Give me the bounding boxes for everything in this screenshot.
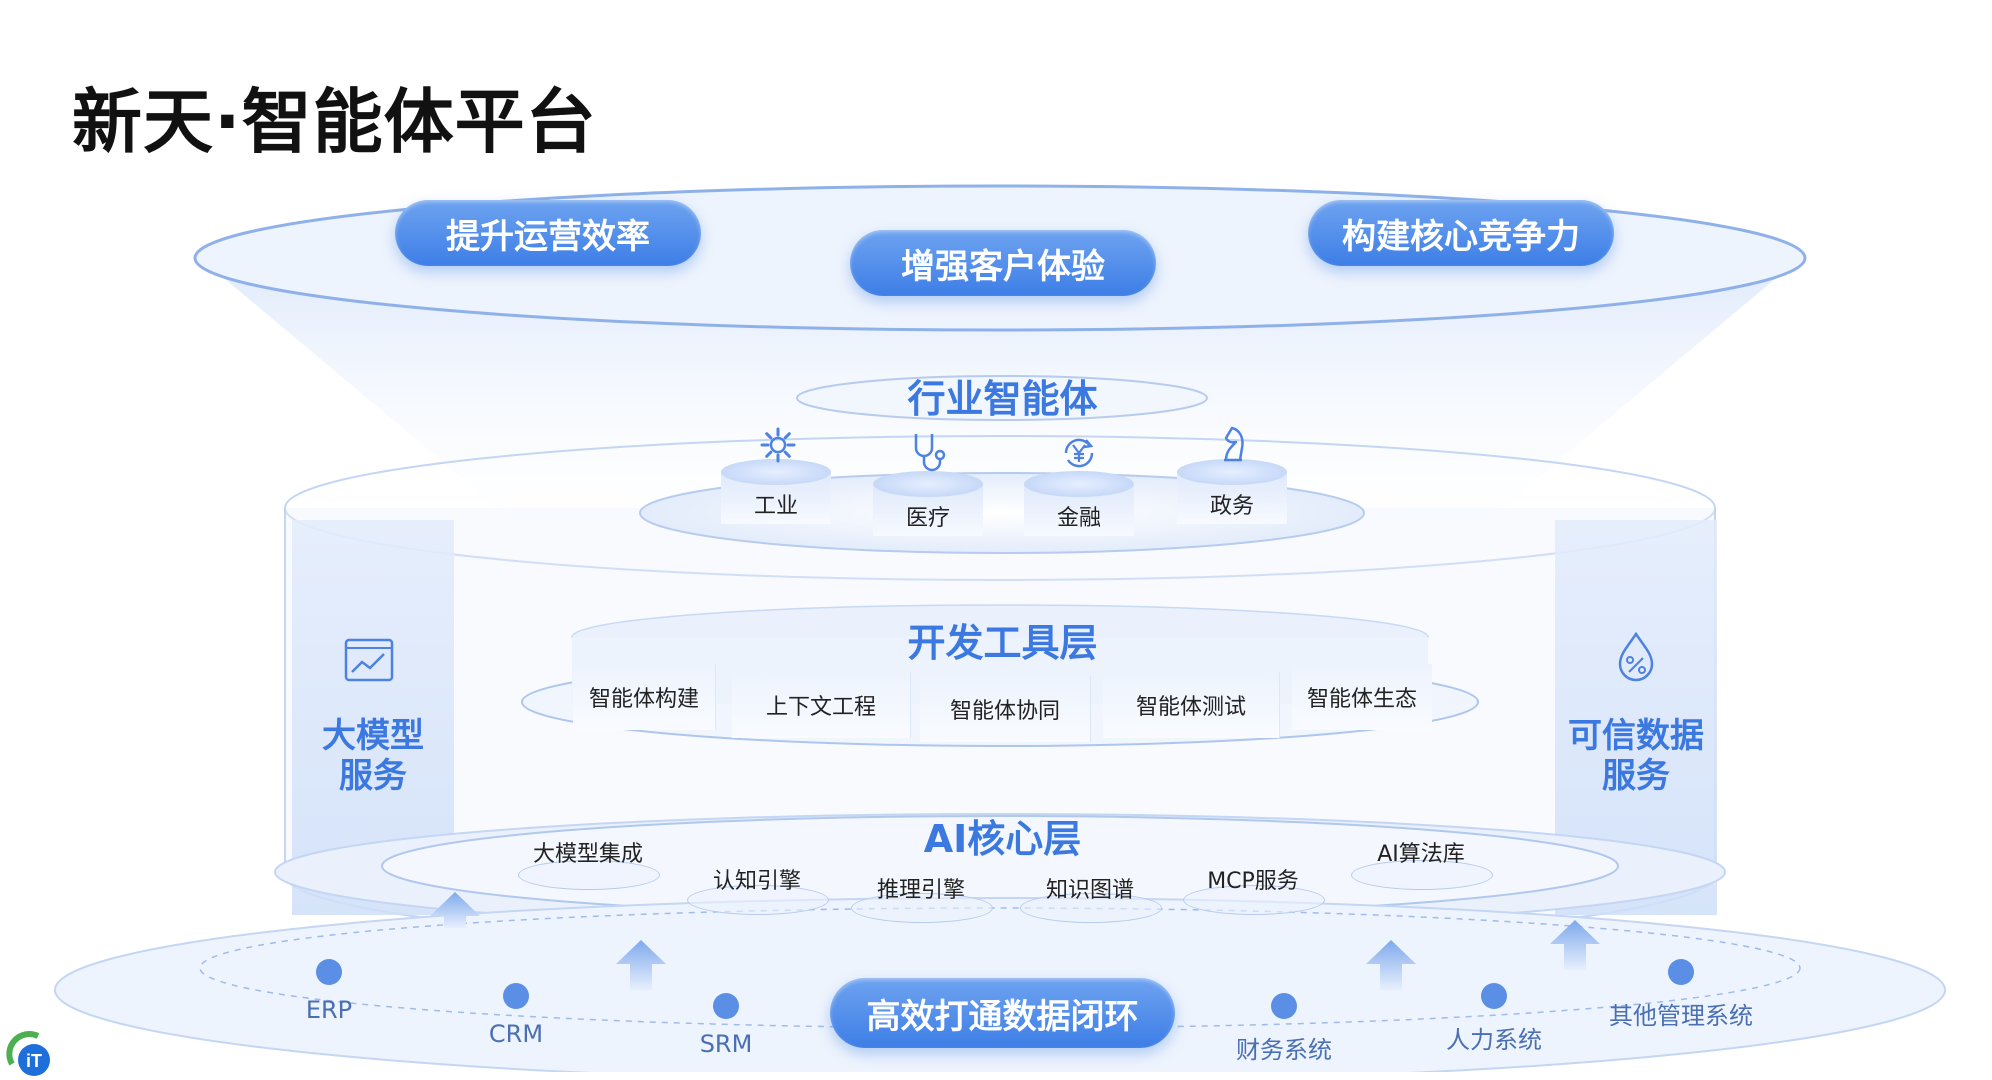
core-item-cap bbox=[687, 885, 829, 915]
system-label-crm: CRM bbox=[488, 1020, 544, 1048]
core-item-cap bbox=[1020, 893, 1162, 923]
system-label-hr: 人力系统 bbox=[1446, 1026, 1542, 1054]
system-dots bbox=[316, 959, 1694, 1019]
chess-knight-icon bbox=[1224, 426, 1244, 462]
goal-pill-competitiveness: 构建核心竞争力 bbox=[1308, 200, 1614, 266]
core-item: 知识图谱 bbox=[1045, 878, 1134, 903]
core-item: 认知引擎 bbox=[712, 869, 801, 894]
tool-item: 上下文工程 bbox=[732, 672, 911, 738]
left-pillar-label: 大模型 服务 bbox=[292, 716, 454, 796]
industry-layer-title: 行业智能体 bbox=[907, 377, 1098, 421]
core-item: AI算法库 bbox=[1377, 842, 1465, 867]
yen-cycle-icon bbox=[1064, 438, 1094, 468]
industry-item-label: 金融 bbox=[1056, 506, 1101, 531]
tool-item: 智能体协同 bbox=[920, 676, 1091, 742]
data-loop-pill: 高效打通数据闭环 bbox=[830, 978, 1175, 1048]
system-label-other: 其他管理系统 bbox=[1609, 1002, 1753, 1030]
core-item-cap bbox=[851, 893, 993, 923]
system-label-finance: 财务系统 bbox=[1236, 1036, 1332, 1064]
page-title: 新天·智能体平台 bbox=[72, 81, 597, 163]
tool-item: 智能体生态 bbox=[1292, 664, 1432, 730]
tool-item: 智能体构建 bbox=[573, 664, 716, 730]
system-label-srm: SRM bbox=[699, 1030, 753, 1058]
industry-item-label: 工业 bbox=[753, 494, 798, 519]
stethoscope-icon bbox=[914, 434, 946, 472]
percent-drop-icon bbox=[1618, 631, 1654, 682]
left-pillar-line1: 大模型 bbox=[322, 716, 424, 756]
company-logo-icon: iT bbox=[6, 1031, 50, 1076]
core-item: 推理引擎 bbox=[876, 878, 965, 903]
right-pillar-label: 可信数据 服务 bbox=[1555, 716, 1717, 796]
industry-item-label: 政务 bbox=[1209, 494, 1254, 519]
up-arrows bbox=[430, 892, 1600, 990]
core-layer-title: AI核心层 bbox=[923, 817, 1082, 861]
left-pillar-line2: 服务 bbox=[339, 756, 407, 796]
right-pillar-line2: 服务 bbox=[1602, 756, 1670, 796]
core-item-cap bbox=[518, 860, 660, 890]
tools-layer-title: 开发工具层 bbox=[907, 621, 1098, 665]
goal-pill-experience: 增强客户体验 bbox=[850, 230, 1156, 296]
core-item: 大模型集成 bbox=[532, 842, 643, 867]
svg-text:iT: iT bbox=[26, 1051, 42, 1071]
image-frame-icon bbox=[344, 638, 394, 682]
goal-pill-efficiency: 提升运营效率 bbox=[395, 200, 701, 266]
system-label-erp: ERP bbox=[305, 996, 353, 1024]
gear-icon bbox=[760, 427, 796, 463]
core-item-cap bbox=[1351, 860, 1493, 890]
industry-item-label: 医疗 bbox=[905, 506, 950, 531]
core-item: MCP服务 bbox=[1207, 869, 1299, 894]
industry-title-disc bbox=[796, 375, 1208, 421]
tool-item: 智能体测试 bbox=[1103, 672, 1280, 738]
core-item-cap bbox=[1183, 885, 1325, 915]
right-pillar-line1: 可信数据 bbox=[1568, 716, 1704, 756]
